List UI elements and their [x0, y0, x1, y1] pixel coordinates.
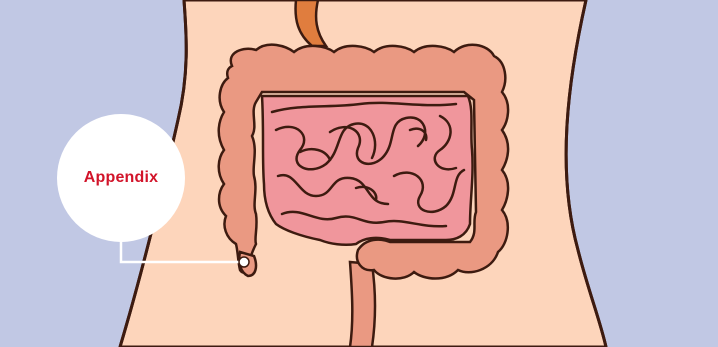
rectum — [350, 262, 375, 347]
appendix-label-bubble: Appendix — [57, 114, 185, 242]
label-leader-dot — [239, 257, 249, 267]
appendix-label: Appendix — [84, 169, 159, 187]
